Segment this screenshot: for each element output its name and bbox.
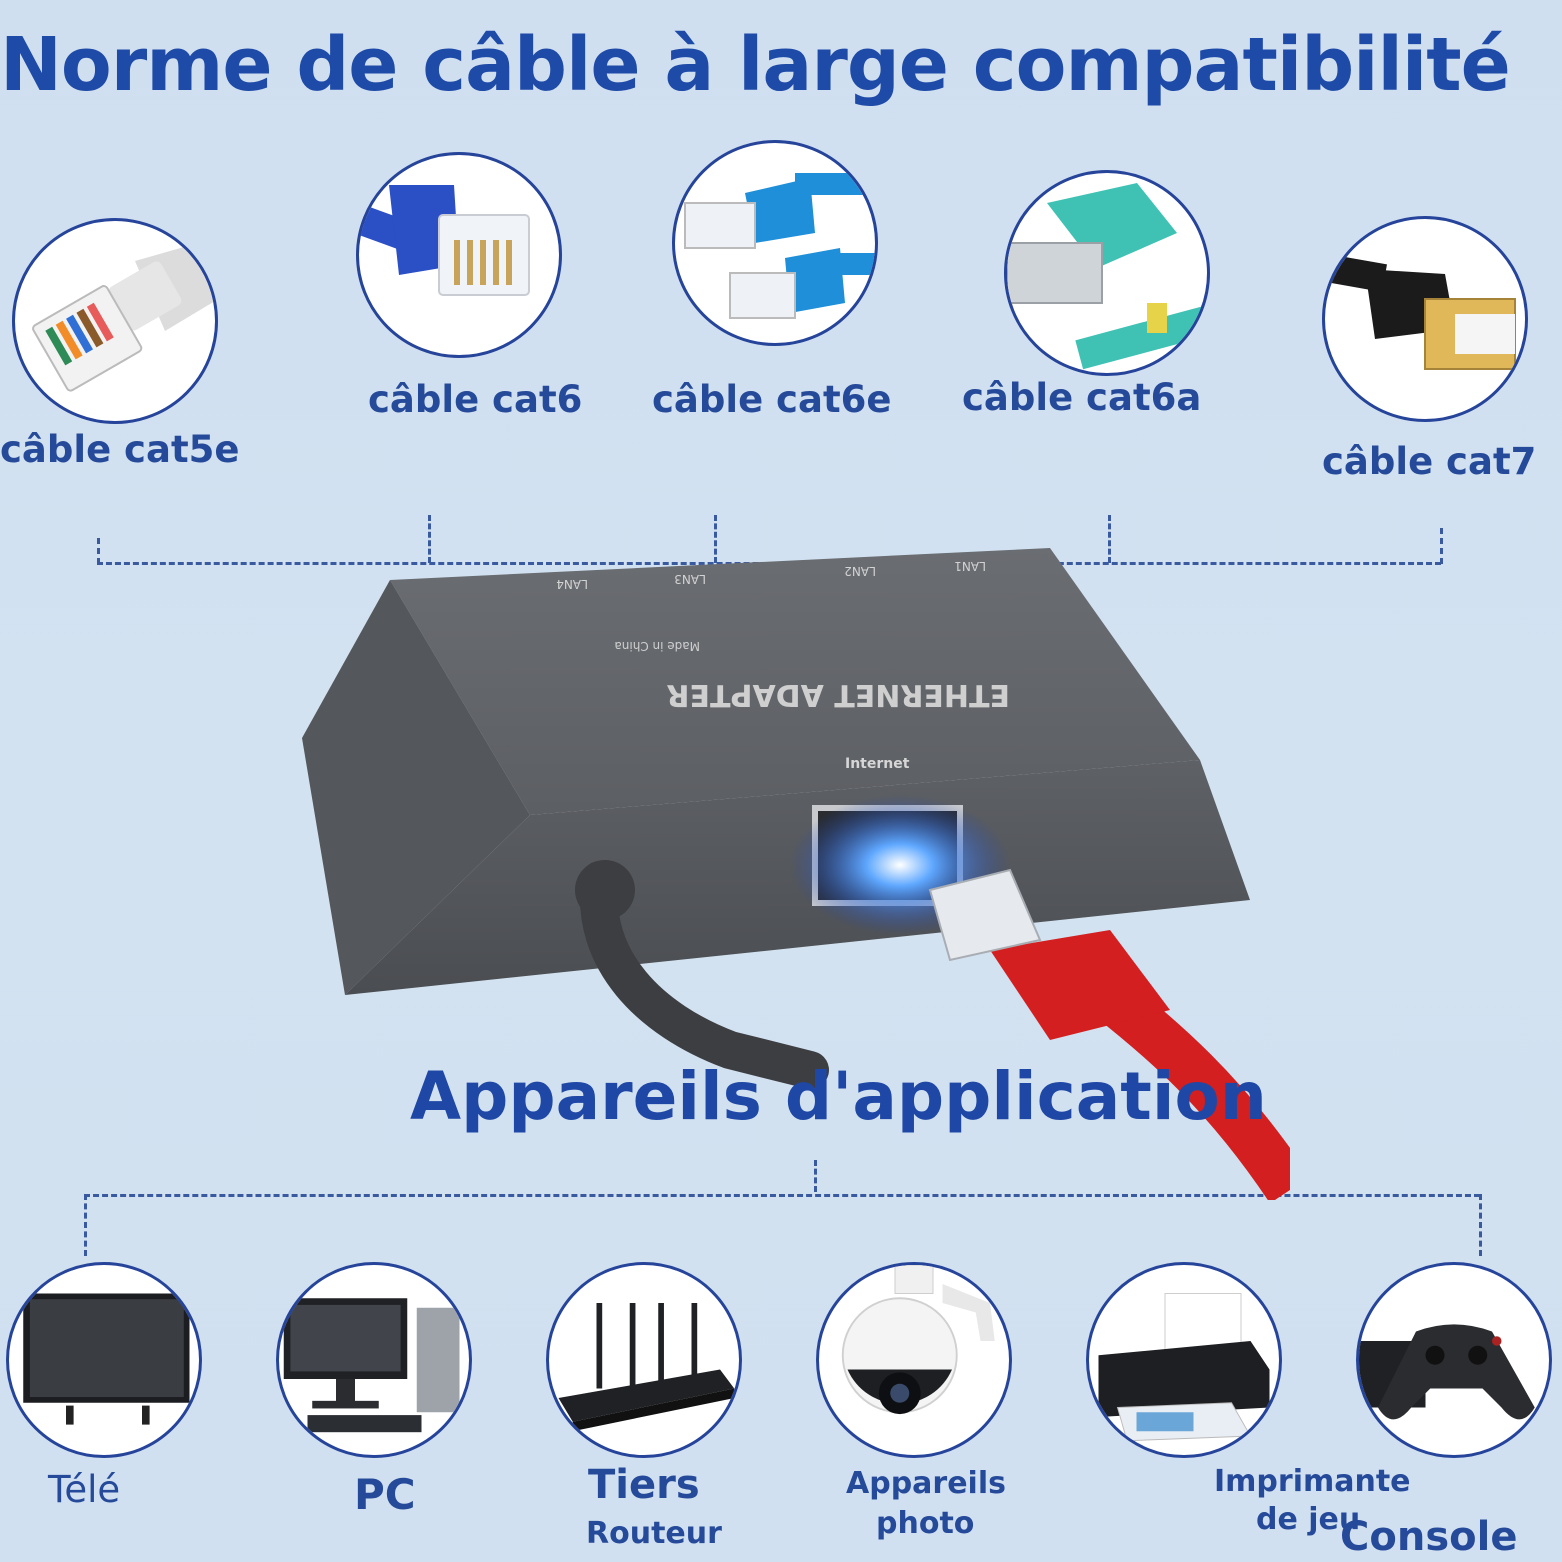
device-bracket-line: [84, 1194, 1480, 1197]
bracket-tick: [84, 1194, 87, 1256]
bracket-tick: [814, 1160, 817, 1192]
device-label-tv: Télé: [48, 1468, 121, 1511]
device-made-in-label: Made in China: [614, 639, 700, 653]
device-label-printer-sub: de jeu: [1256, 1502, 1361, 1537]
security-camera-icon: [816, 1262, 1012, 1458]
cat6e-connector-icon: [672, 140, 878, 346]
device-label-printer-main: Imprimante: [1214, 1464, 1411, 1499]
cable-label-cat6a: câble cat6a: [962, 376, 1202, 419]
device-label-router-sub: Routeur: [586, 1516, 722, 1551]
cat7-connector-icon: [1322, 216, 1528, 422]
device-port-label: LAN3: [674, 572, 706, 586]
gamepad-icon: [1356, 1262, 1552, 1458]
device-label-camera-sub: photo: [876, 1506, 975, 1541]
tv-icon: [6, 1262, 202, 1458]
bracket-tick: [1479, 1194, 1482, 1256]
device-label-console: Console: [1340, 1514, 1518, 1560]
bracket-tick: [428, 515, 431, 563]
device-name-label: ETHERNET ADAPTER: [666, 677, 1010, 712]
device-label-pc: PC: [354, 1470, 416, 1519]
bracket-tick: [1108, 515, 1111, 563]
device-port-label: LAN4: [556, 577, 588, 591]
device-port-label: LAN2: [844, 564, 876, 578]
device-label-camera-main: Appareils: [846, 1466, 1006, 1501]
cable-label-cat6: câble cat6: [368, 378, 583, 421]
cat5e-connector-icon: [12, 218, 218, 424]
bracket-tick: [1440, 528, 1443, 564]
printer-icon: [1086, 1262, 1282, 1458]
cable-label-cat6e: câble cat6e: [652, 378, 892, 421]
device-label-router-main: Tiers: [588, 1462, 700, 1508]
page-title: Norme de câble à large compatibilité: [0, 22, 1511, 108]
device-internet-label: Internet: [845, 756, 910, 772]
pc-icon: [276, 1262, 472, 1458]
bracket-tick: [714, 515, 717, 563]
bracket-tick: [97, 538, 100, 564]
device-port-label: LAN1: [954, 559, 986, 573]
cable-label-cat7: câble cat7: [1322, 440, 1537, 483]
applications-title: Appareils d'application: [410, 1058, 1267, 1135]
cable-label-cat5e: câble cat5e: [0, 428, 240, 471]
cat6-connector-icon: [356, 152, 562, 358]
ethernet-adapter-illustration: LAN4 LAN3 LAN2 LAN1 ETHERNET ADAPTER Mad…: [302, 548, 1290, 1200]
router-icon: [546, 1262, 742, 1458]
cat6a-connector-icon: [1004, 170, 1210, 376]
